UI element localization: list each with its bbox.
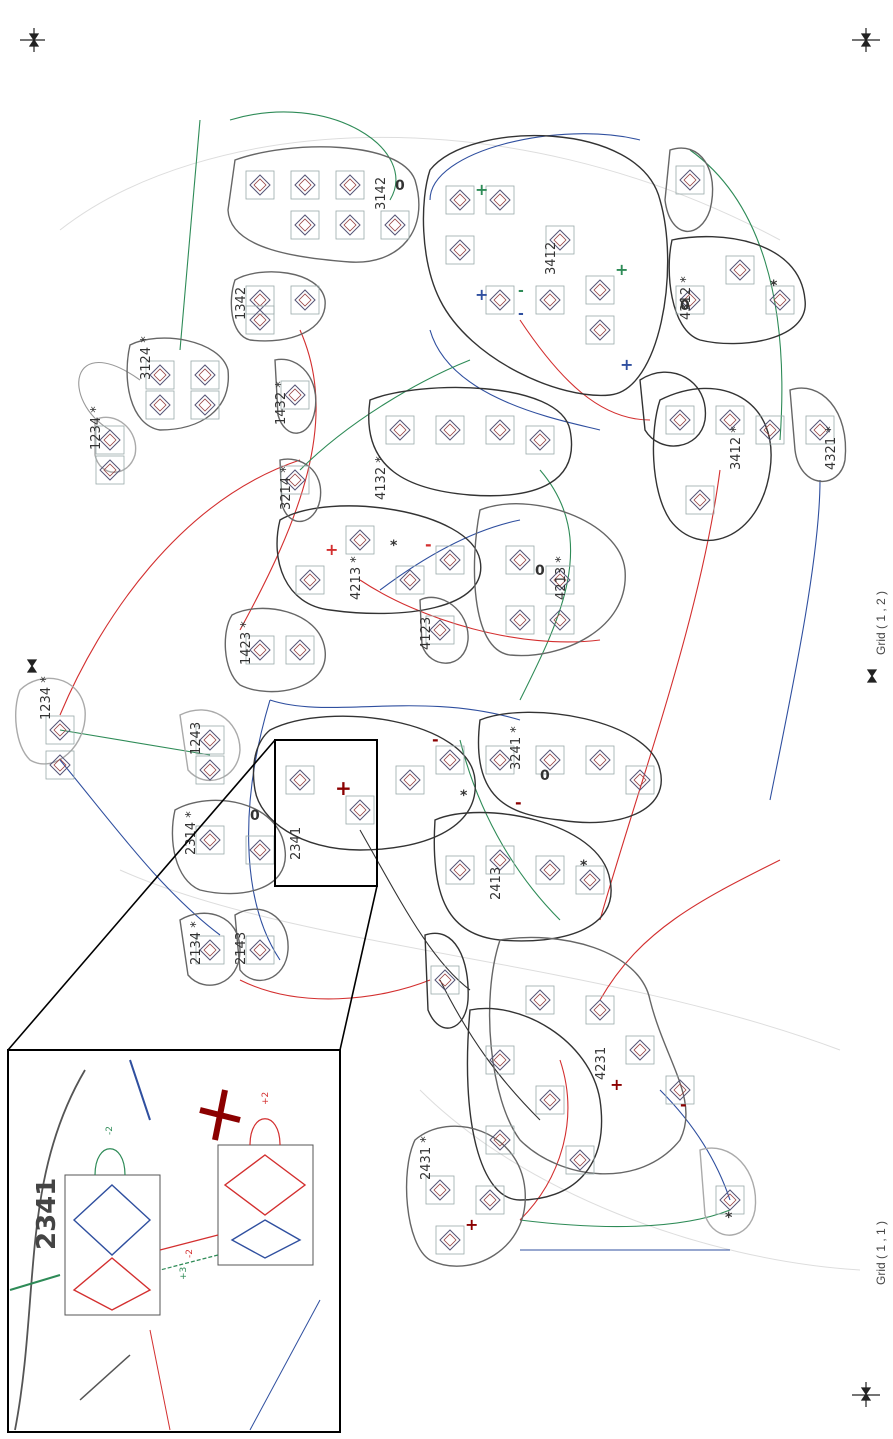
svg-text:+: + (475, 285, 488, 304)
svg-text:3214 *: 3214 * (279, 466, 294, 510)
svg-text:+2: +2 (261, 1092, 271, 1105)
grid-label-1-1: Grid ( 1 , 1 ) (874, 1221, 888, 1285)
svg-text:+: + (465, 1215, 478, 1234)
svg-text:0: 0 (250, 808, 260, 824)
svg-text:4321 *: 4321 * (824, 426, 839, 470)
svg-text:+: + (475, 180, 488, 199)
svg-text:2314 *: 2314 * (184, 811, 199, 855)
svg-text:-: - (425, 535, 432, 554)
svg-text:1342: 1342 (234, 287, 249, 320)
svg-text:+: + (610, 1075, 623, 1094)
svg-text:0: 0 (540, 768, 550, 784)
zoom-connector-lines (8, 740, 377, 1050)
svg-text:+3: +3 (179, 1267, 189, 1280)
svg-text:0: 0 (395, 178, 405, 194)
svg-text:2341: 2341 (289, 827, 304, 860)
svg-text:4231: 4231 (594, 1047, 609, 1080)
svg-text:*: * (390, 538, 398, 554)
svg-text:-2: -2 (105, 1126, 115, 1135)
svg-text:4123: 4123 (419, 617, 434, 650)
svg-text:-: - (432, 730, 439, 749)
svg-text:*: * (725, 1210, 733, 1226)
svg-text:4213 *: 4213 * (554, 556, 569, 600)
svg-text:-2: -2 (185, 1249, 195, 1258)
svg-text:*: * (460, 788, 468, 804)
svg-text:2134 *: 2134 * (189, 921, 204, 965)
svg-text:3241 *: 3241 * (509, 726, 524, 770)
node-labels: 1234 * 1234 * 3124 * 1342 3142 1423 * 12… (39, 177, 839, 1180)
svg-text:*: * (580, 858, 588, 874)
svg-text:1234 *: 1234 * (89, 406, 104, 450)
svg-text:*: * (770, 278, 778, 294)
svg-text:+: + (615, 260, 628, 279)
svg-text:3412: 3412 (544, 242, 559, 275)
grid-label-1-2: Grid ( 1 , 2 ) (874, 591, 888, 655)
svg-text:0: 0 (680, 298, 690, 314)
zoom-region-box (275, 740, 377, 886)
svg-text:-: - (680, 1095, 687, 1114)
svg-text:4213 *: 4213 * (349, 556, 364, 600)
svg-text:-: - (518, 283, 524, 299)
svg-text:1432 *: 1432 * (274, 381, 289, 425)
svg-text:2143: 2143 (234, 932, 249, 965)
svg-text:3142: 3142 (374, 177, 389, 210)
svg-text:+: + (620, 355, 633, 374)
svg-text:+: + (325, 540, 338, 559)
svg-text:0: 0 (535, 563, 545, 579)
svg-text:3124 *: 3124 * (139, 336, 154, 380)
zoom-inset: 2341 -2 +3 -2 +2 (8, 1050, 340, 1432)
svg-text:2431 *: 2431 * (419, 1136, 434, 1180)
svg-text:+: + (335, 776, 352, 800)
svg-text:-: - (515, 793, 522, 812)
svg-text:3412 *: 3412 * (729, 426, 744, 470)
svg-text:1234 *: 1234 * (39, 676, 54, 720)
svg-text:2413: 2413 (489, 867, 504, 900)
svg-text:4132 *: 4132 * (374, 456, 389, 500)
svg-text:1423 *: 1423 * (239, 621, 254, 665)
svg-text:2341: 2341 (32, 1178, 62, 1250)
svg-text:1243: 1243 (189, 722, 204, 755)
svg-text:-: - (518, 306, 524, 322)
